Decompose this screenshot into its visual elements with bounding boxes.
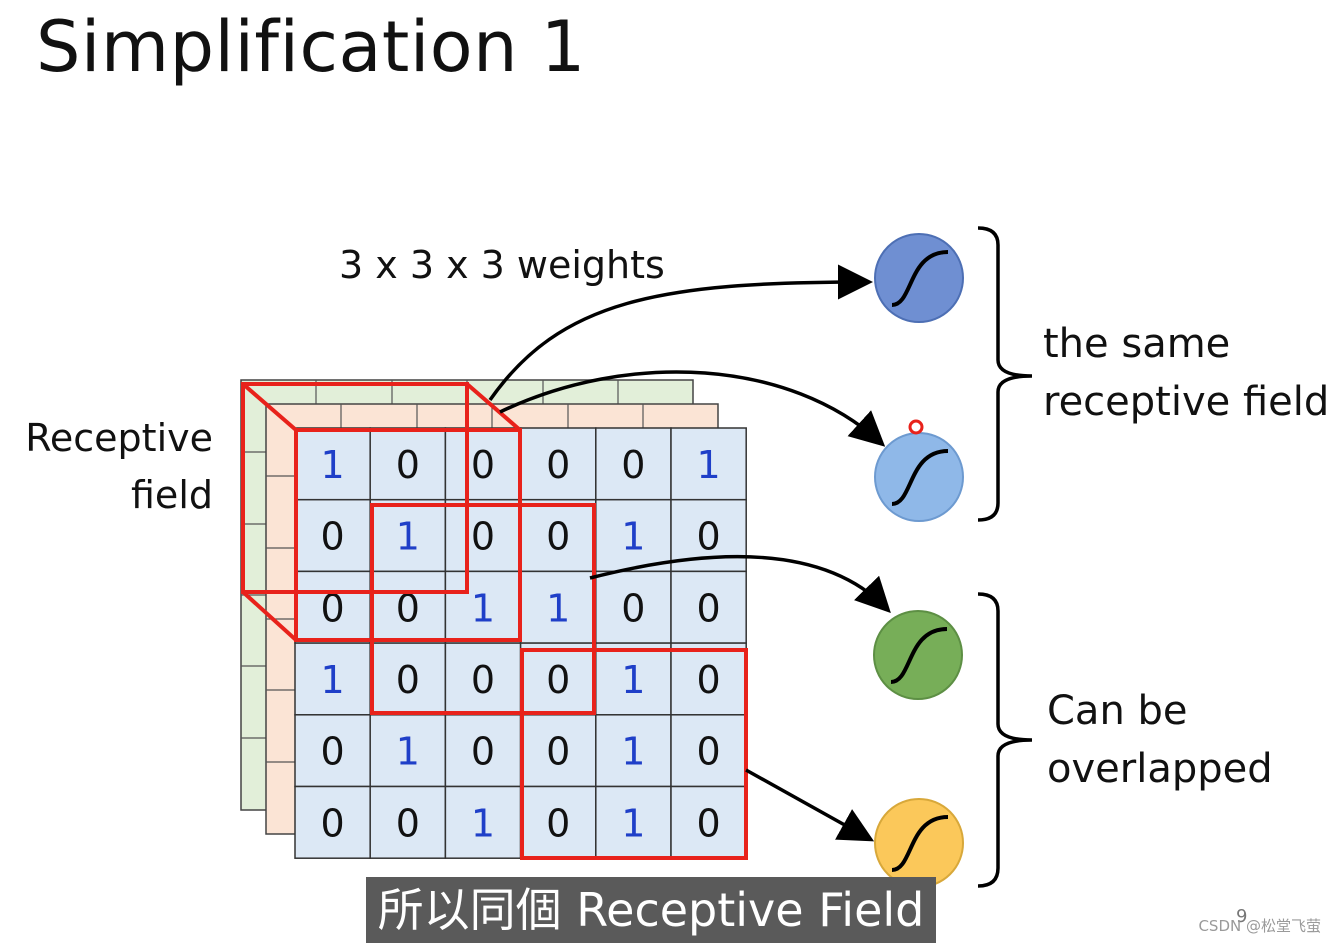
grid-cell-value: 1 xyxy=(621,658,645,702)
grid-cell xyxy=(519,427,597,501)
grid-cell-value: 0 xyxy=(396,658,420,702)
blue-neuron xyxy=(874,233,964,323)
receptive-field-box xyxy=(241,382,522,642)
grid-cell xyxy=(369,785,447,859)
connection-arrows xyxy=(488,264,891,842)
grid-cell-value: 1 xyxy=(471,586,495,630)
grid-cell-value: 0 xyxy=(471,658,495,702)
grid-cell-value: 0 xyxy=(697,586,721,630)
overlap-label-line1: Can be xyxy=(1047,688,1188,734)
grid-cell xyxy=(369,570,447,644)
weights-label: 3 x 3 x 3 weights xyxy=(339,243,665,287)
yellow-neuron xyxy=(874,798,964,888)
grid-cell-value: 0 xyxy=(321,801,345,845)
grid-cell xyxy=(294,642,371,716)
grid-cell xyxy=(294,714,371,788)
grid-cell-value: 0 xyxy=(546,801,570,845)
grid-cell-value: 0 xyxy=(697,801,721,845)
receptive-field-label-line1: Receptive xyxy=(25,416,213,460)
grid-cell xyxy=(595,642,672,716)
grid-cell xyxy=(519,498,597,573)
watermark: CSDN @松堂飞萤 xyxy=(1198,917,1321,935)
grid-cell-value: 0 xyxy=(471,730,495,774)
grid-cell-value: 1 xyxy=(621,730,645,774)
grid-cell-value: 0 xyxy=(471,515,495,559)
video-subtitle: 所以同個 Receptive Field xyxy=(366,877,936,943)
receptive-field-middle xyxy=(370,503,596,715)
grid-cell-value: 0 xyxy=(697,658,721,702)
grid-cell-value: 0 xyxy=(396,443,420,487)
grid-cell-value: 0 xyxy=(697,730,721,774)
grid-cell-value: 0 xyxy=(321,730,345,774)
grid-cell xyxy=(595,785,672,859)
grid-cell-value: 0 xyxy=(321,515,345,559)
grid-cell-value: 1 xyxy=(396,730,420,774)
slide-title: Simplification 1 xyxy=(36,6,586,88)
page-number: 9 xyxy=(1236,906,1248,927)
grid-cell-value: 1 xyxy=(621,515,645,559)
grid-cell-value: 0 xyxy=(621,443,645,487)
receptive-field-label-line2: field xyxy=(131,473,213,517)
grid-cell xyxy=(670,570,747,644)
grid-cell xyxy=(595,714,672,788)
grid-cell-value: 0 xyxy=(546,443,570,487)
grid-cell-value: 1 xyxy=(321,443,345,487)
grid-cell xyxy=(670,785,747,859)
overlap-label-line2: overlapped xyxy=(1047,746,1273,792)
grid-cell-value: 0 xyxy=(546,515,570,559)
grid-cell-value: 0 xyxy=(621,586,645,630)
grid-cell xyxy=(519,714,597,788)
curly-braces xyxy=(977,226,1033,888)
grid-cell-value: 1 xyxy=(621,801,645,845)
same-field-label-line1: the same xyxy=(1043,321,1230,367)
grid-cell xyxy=(294,785,371,859)
grid-cell xyxy=(444,642,522,716)
grid-cell-value: 1 xyxy=(396,515,420,559)
grid-cell-value: 1 xyxy=(471,801,495,845)
grid-cell xyxy=(369,714,447,788)
receptive-field-bottom-right xyxy=(520,648,748,860)
grid-cell-value: 1 xyxy=(697,443,721,487)
grid-cell-value: 0 xyxy=(546,730,570,774)
grid-cell xyxy=(369,498,447,573)
grid-cell xyxy=(369,427,447,501)
same-field-label-line2: receptive field xyxy=(1043,379,1329,425)
grid-cell xyxy=(595,427,672,501)
grid-cell-value: 0 xyxy=(546,658,570,702)
green-neuron xyxy=(873,610,963,700)
grid-cell xyxy=(444,498,522,573)
grid-cell-value: 0 xyxy=(471,443,495,487)
grid-cell-value: 1 xyxy=(321,658,345,702)
grid-cell xyxy=(294,498,371,573)
grid-cell-value: 0 xyxy=(396,801,420,845)
grid-cell-value: 0 xyxy=(697,515,721,559)
light-blue-neuron xyxy=(874,419,964,522)
grid-cell-value: 1 xyxy=(546,586,570,630)
